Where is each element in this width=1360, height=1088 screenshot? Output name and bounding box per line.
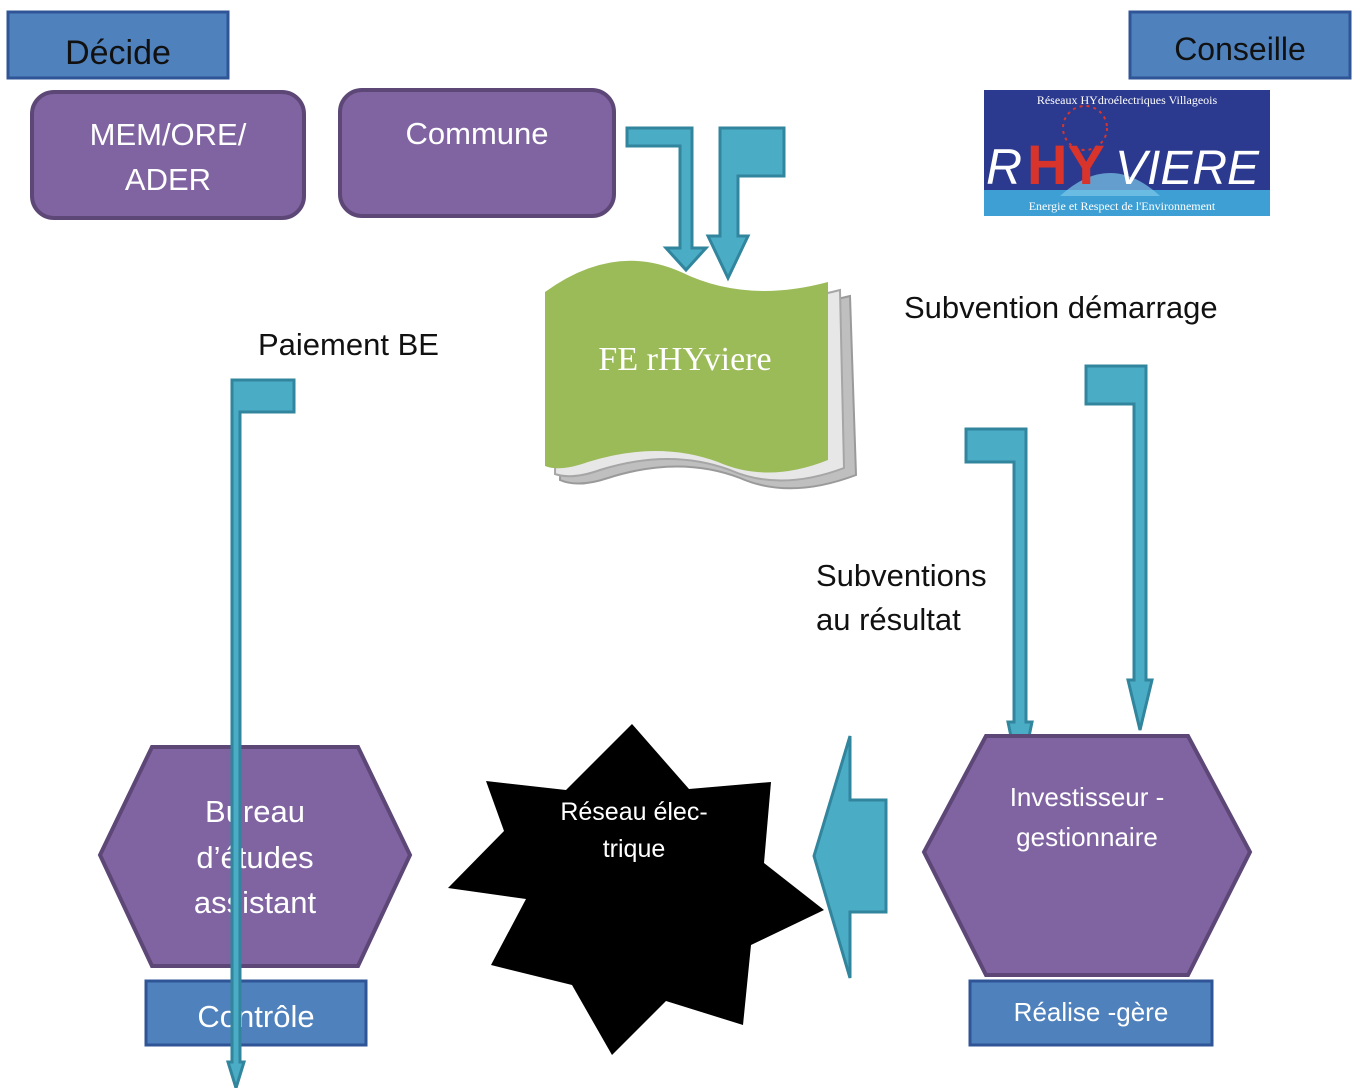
subventions-label-line1: Subventions <box>816 558 987 593</box>
paiement-label: Paiement BE <box>258 327 439 362</box>
subvention-demarrage-label: Subvention démarrage <box>904 290 1218 325</box>
controle-box: Contrôle <box>144 979 368 1047</box>
realise-label: Réalise -gère <box>1014 997 1169 1027</box>
mem-label-line2: ADER <box>125 162 211 197</box>
bureau-etudes-hexagon: Bureau d’études assistant <box>97 745 413 968</box>
logo-bottom-text: Energie et Respect de l'Environnement <box>1029 199 1216 213</box>
bureau-label-line2: d’études <box>196 840 313 875</box>
investisseur-label-line1: Investisseur - <box>1010 782 1165 812</box>
logo-r: R <box>986 139 1022 195</box>
subventions-resultat-arrow <box>964 427 1034 781</box>
controle-label: Contrôle <box>197 999 314 1034</box>
mem-label-line1: MEM/ORE/ <box>90 117 247 152</box>
reseau-label-line1: Réseau élec- <box>560 798 707 826</box>
conseille-box: Conseille <box>1128 10 1352 80</box>
subvention-demarrage-arrow <box>1084 364 1154 731</box>
fund-label: FE rHYviere <box>598 341 771 378</box>
rhyviere-logo: Réseaux HYdroélectriques Villageois R HY… <box>984 90 1270 216</box>
logo-hy: HY <box>1027 133 1105 196</box>
reseau-electrique-star: Réseau élec- trique <box>448 724 824 1055</box>
conseille-label: Conseille <box>1174 31 1306 67</box>
commune-label: Commune <box>406 116 549 151</box>
decide-box: Décide <box>6 10 230 80</box>
logo-top-text: Réseaux HYdroélectriques Villageois <box>1037 93 1218 107</box>
investisseur-hexagon: Investisseur - gestionnaire <box>921 734 1253 977</box>
commune-box: Commune <box>338 88 616 218</box>
mem-ore-ader-box: MEM/ORE/ ADER <box>30 90 306 220</box>
bureau-label-line1: Bureau <box>205 794 305 829</box>
fund-banner: FE rHYviere <box>545 260 858 490</box>
commune-arrow-1 <box>625 126 710 273</box>
reseau-label-line2: trique <box>603 835 666 863</box>
realise-box: Réalise -gère <box>968 979 1214 1047</box>
subventions-label-line2: au résultat <box>816 602 961 637</box>
paiement-be-arrow <box>225 378 296 1088</box>
investisseur-label-line2: gestionnaire <box>1016 822 1158 852</box>
commune-arrow-2 <box>705 126 786 282</box>
logo-viere: VIERE <box>1115 142 1260 195</box>
network-arrow <box>812 735 888 979</box>
decide-label: Décide <box>65 34 171 72</box>
bureau-label-line3: assistant <box>194 885 317 920</box>
